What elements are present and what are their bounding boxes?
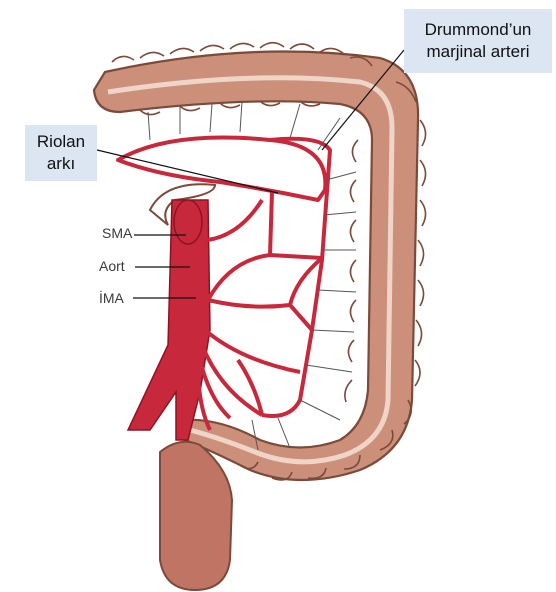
riolan-leader: [96, 149, 279, 194]
aorta-trunk: [126, 199, 211, 441]
riolan-arc-vessel: [116, 135, 328, 202]
rectum: [159, 440, 234, 592]
drummond-label-line1: Drummond’un: [424, 20, 532, 39]
leader-lines: [96, 49, 405, 299]
drummond-label-line2: marjinal arteri: [426, 42, 530, 61]
riolan-label-line1: Riolan: [36, 132, 86, 151]
sigmoid-branch-4: [236, 358, 264, 416]
ascending-branch: [207, 198, 264, 242]
drummond-leader: [321, 49, 405, 151]
aort-label: Aort: [99, 258, 125, 274]
sigmoid-branch-3: [198, 359, 232, 420]
vasa-recta: [147, 101, 357, 451]
arterial-arcades: [116, 135, 332, 431]
sigmoid-branch-1: [203, 328, 301, 374]
riolan-label-line2: arkı: [46, 154, 76, 173]
mesentery-fold: [148, 183, 217, 226]
sma-label: SMA: [102, 225, 133, 241]
arcade-branch-4: [288, 256, 324, 306]
colon-inner-band: [107, 75, 395, 465]
riolan-callout: Riolan arkı: [25, 125, 97, 181]
sigmoid-branch-2: [200, 344, 264, 417]
colon-haustra: [111, 41, 427, 481]
arcade-branch-3: [207, 298, 314, 332]
sma-origin: [173, 199, 203, 245]
marginal-artery-vessel: [261, 136, 332, 418]
sigmoid-branch-5: [196, 374, 212, 431]
arcade-branch-1: [206, 253, 323, 301]
drummond-callout: Drummond’un marjinal arteri: [404, 9, 552, 73]
ima-label: İMA: [99, 290, 124, 306]
arcade-branch-2: [268, 191, 274, 256]
colon: [92, 41, 427, 482]
aorta: [126, 199, 211, 441]
